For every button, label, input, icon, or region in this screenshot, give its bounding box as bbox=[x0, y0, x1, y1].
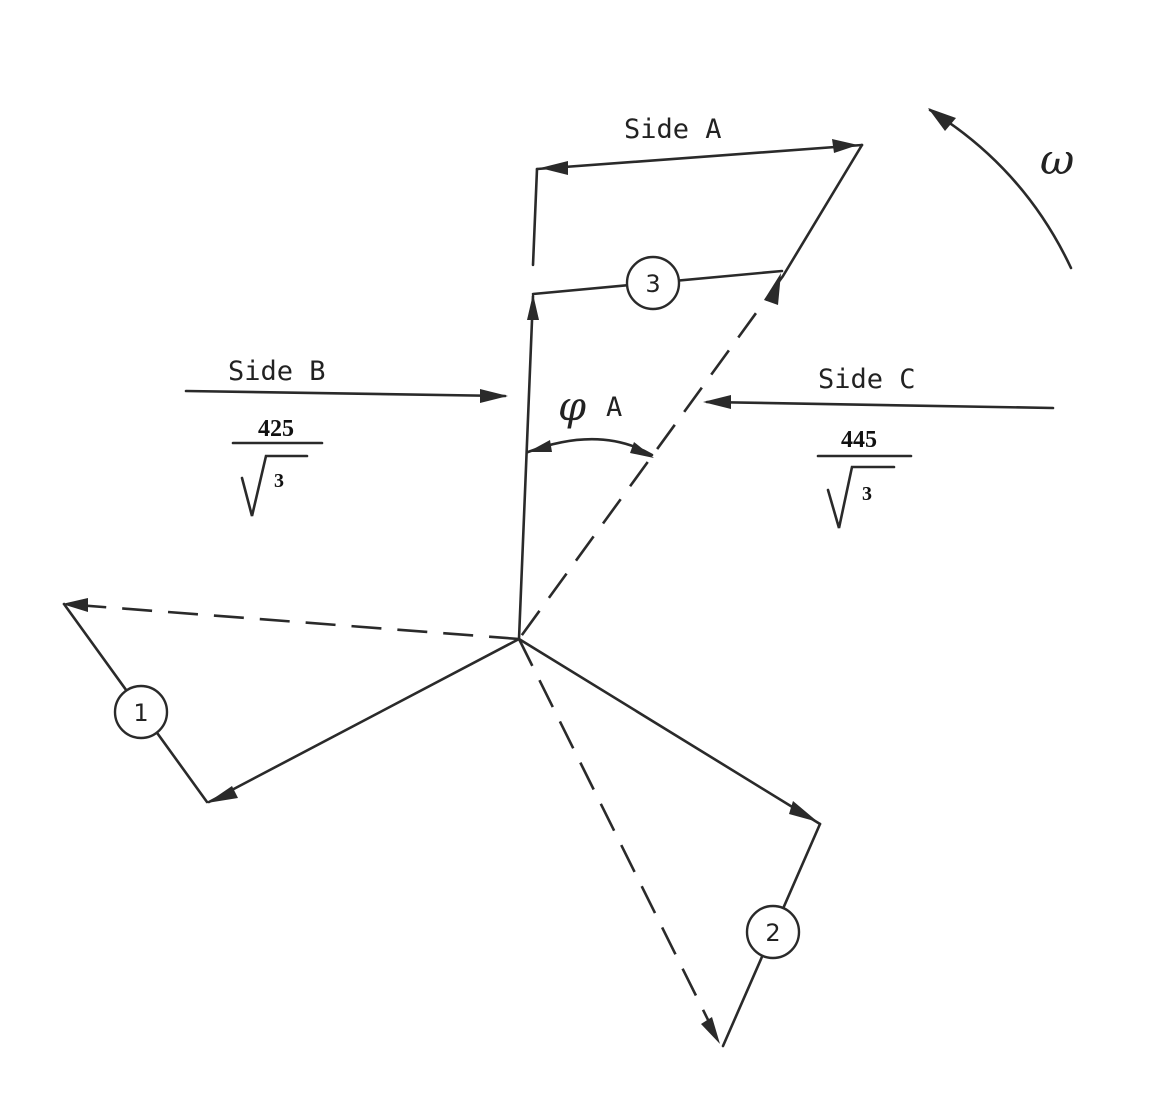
side-a-bracket bbox=[531, 139, 864, 267]
side-c-fraction: 445 3 bbox=[816, 427, 913, 529]
omega-label: ω bbox=[1040, 135, 1074, 184]
phasor-3-marker bbox=[625, 255, 681, 311]
phi-symbol: φ bbox=[558, 384, 586, 430]
phi-angle-arc bbox=[526, 437, 654, 458]
side-c-numerator: 445 bbox=[841, 427, 877, 453]
phasor-3-label: 3 bbox=[645, 270, 660, 298]
phasor-2-marker bbox=[745, 904, 801, 960]
side-b-root: 3 bbox=[274, 470, 284, 492]
side-c-root: 3 bbox=[862, 483, 872, 505]
side-a-extension bbox=[517, 143, 864, 640]
phasor-b bbox=[207, 637, 521, 804]
phasor-2-label: 2 bbox=[765, 919, 780, 947]
phasor-1-marker bbox=[113, 684, 169, 740]
phasor-a bbox=[517, 294, 539, 641]
side-c-arrow bbox=[703, 395, 1055, 410]
side-c-label: Side C bbox=[818, 364, 916, 395]
phi-subscript: A bbox=[606, 392, 622, 423]
phasor-c bbox=[517, 637, 822, 826]
side-b-label: Side B bbox=[228, 356, 326, 387]
phasor-2-dashed bbox=[517, 638, 720, 1044]
phasor-1-label: 1 bbox=[133, 699, 148, 727]
rotation-arc bbox=[928, 108, 1073, 270]
side-b-numerator: 425 bbox=[258, 416, 294, 442]
side-b-arrow bbox=[184, 389, 508, 403]
side-b-fraction: 425 3 bbox=[231, 416, 324, 517]
phasor-1-dashed bbox=[62, 598, 520, 641]
side-a-label: Side A bbox=[624, 114, 722, 145]
